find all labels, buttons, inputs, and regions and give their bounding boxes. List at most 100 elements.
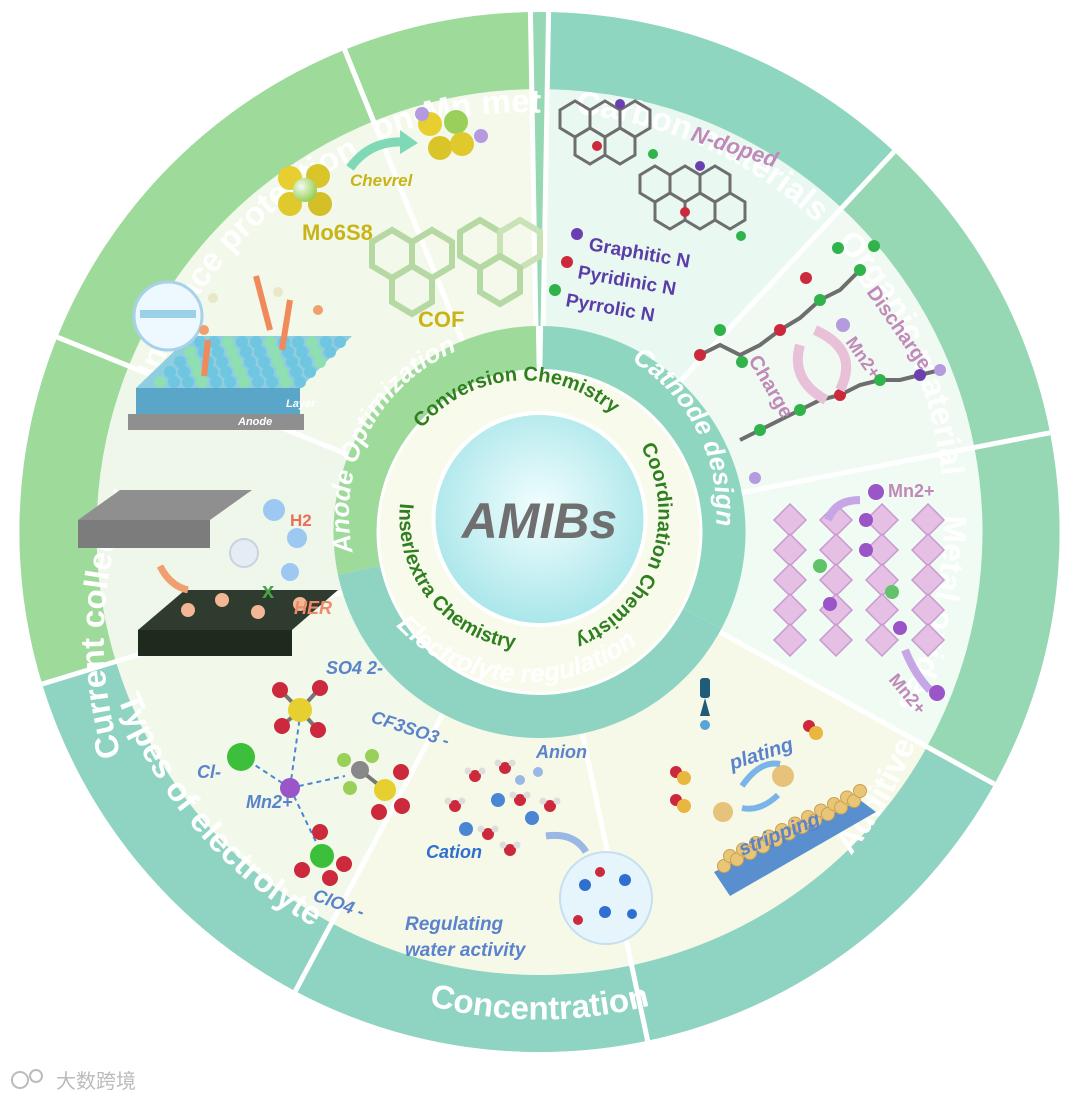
interlayer-ion-icon xyxy=(859,513,873,527)
surface-atom-icon xyxy=(276,366,288,378)
surface-atom-icon xyxy=(280,376,292,388)
water-oxygen-icon xyxy=(482,828,494,840)
surface-atom-icon xyxy=(212,346,224,358)
cof-framework-icon xyxy=(369,216,543,318)
water-hydrogen-icon xyxy=(553,797,561,805)
interlayer-ion-icon xyxy=(885,585,899,599)
ring-band-non-mn-metal xyxy=(344,12,532,122)
surface-atom-icon xyxy=(192,366,204,378)
water-oxygen-icon xyxy=(499,762,511,774)
chloride-label: Cl- xyxy=(197,762,221,782)
extraction-arrow-icon xyxy=(901,648,933,693)
dropper-icon xyxy=(700,678,710,698)
water-oxygen-icon xyxy=(449,800,461,812)
surface-atom-icon xyxy=(258,356,270,368)
sulfate-label: SO4 2- xyxy=(326,658,383,678)
center-circle xyxy=(431,411,648,627)
octahedron-icon xyxy=(772,622,808,658)
anode-base-icon xyxy=(128,414,304,430)
surface-atom-icon xyxy=(264,336,276,348)
graphene-sheet-2-icon xyxy=(638,164,747,231)
substrate-plate-icon xyxy=(714,800,876,896)
strategy-band-anode xyxy=(333,326,537,575)
anode-label: Anode xyxy=(237,416,272,428)
layer-label: Layer xyxy=(286,398,316,410)
perchlorate-ion-icon xyxy=(294,824,352,886)
mn-label: Mn2+ xyxy=(246,792,293,812)
panel-organic-materials xyxy=(679,208,975,493)
interlayer-ion-icon xyxy=(859,543,873,557)
interface-protection-illustration: Anode Layer xyxy=(128,275,352,430)
mn-ion-icon xyxy=(280,778,300,798)
strategy-band-cathode xyxy=(542,326,746,629)
ring-band-concentration xyxy=(295,923,648,1052)
surface-atom-icon xyxy=(272,356,284,368)
arrow-head-icon xyxy=(400,130,418,154)
panel-non-mn-metal xyxy=(373,89,536,342)
ring-band-interface-protention xyxy=(57,49,374,367)
metal-oxides-illustration: Mn2+ Mn2+ xyxy=(772,481,946,718)
regulating-arrow-icon xyxy=(545,831,590,854)
surface-atom-icon xyxy=(320,336,332,348)
center-title: AMIBs xyxy=(460,493,618,549)
octahedron-icon xyxy=(864,622,900,658)
divider-line xyxy=(527,12,539,327)
panel-current-collector xyxy=(96,366,349,662)
surface-atom-icon xyxy=(238,376,250,388)
oxide-mn-in-label: Mn2+ xyxy=(888,481,935,501)
watermark-logo-icon xyxy=(11,1071,29,1089)
surface-atom-icon xyxy=(174,356,186,368)
surface-atom-icon xyxy=(196,376,208,388)
zn-atom-icon xyxy=(772,765,794,787)
surface-atom-icon xyxy=(168,376,180,388)
ring-band-current-collector xyxy=(19,337,129,685)
additive-illustration: plating stripping xyxy=(670,678,876,896)
watermark: 大数跨境 xyxy=(11,1069,136,1093)
chevrel-cluster-icon xyxy=(415,107,488,160)
mn-ion-in-icon xyxy=(868,484,884,500)
panel-types-of-electrolyte xyxy=(115,592,443,924)
graphitic-n-dot xyxy=(571,228,583,240)
divider-line xyxy=(741,430,1051,496)
water-oxygen-icon xyxy=(544,800,556,812)
mn-ion-out-icon xyxy=(929,685,945,701)
non-mn-metal-illustration: Chevrel Mo6S8 COF xyxy=(278,107,543,332)
divider-line xyxy=(540,12,552,327)
strategy-ring xyxy=(333,326,746,738)
octahedral-lattice-icon xyxy=(772,502,946,658)
surface-atom-icon xyxy=(300,356,312,368)
water-hydrogen-icon xyxy=(508,759,516,767)
h2-label: H2 xyxy=(290,511,312,530)
mo6s8-label: Mo6S8 xyxy=(302,220,373,245)
plating-arrow-icon xyxy=(739,760,781,788)
surface-atom-icon xyxy=(266,376,278,388)
ring-band-additive xyxy=(631,746,995,1041)
surface-atom-icon xyxy=(222,336,234,348)
water-hydrogen-icon xyxy=(499,841,507,849)
watermark-text: 大数跨境 xyxy=(56,1070,136,1093)
divider-line xyxy=(293,712,445,993)
water-hydrogen-icon xyxy=(477,825,485,833)
chloride-ion-icon xyxy=(227,743,255,771)
water-hydrogen-icon xyxy=(494,759,502,767)
triflate-ion-icon xyxy=(337,749,410,820)
mesh-sheet-top-icon xyxy=(78,490,252,520)
divider-line xyxy=(678,149,896,384)
water-hydrogen-icon xyxy=(458,797,466,805)
surface-atom-icon xyxy=(154,376,166,388)
surface-atom-icon xyxy=(220,366,232,378)
surface-atom-icon xyxy=(292,336,304,348)
water-hydrogen-icon xyxy=(464,767,472,775)
surface-atom-icon xyxy=(208,336,220,348)
surface-atom-icon xyxy=(224,376,236,388)
surface-atom-icon xyxy=(230,356,242,368)
chevrel-label: Chevrel xyxy=(350,171,414,190)
surface-atom-icon xyxy=(304,366,316,378)
water-oxygen-icon xyxy=(514,794,526,806)
surface-atom-icon xyxy=(206,366,218,378)
water-activity-label: water activity xyxy=(405,940,527,961)
ring-band-organic-materials xyxy=(841,151,1050,448)
water-hydrogen-icon xyxy=(478,767,486,775)
discharge-arrow-icon xyxy=(812,325,852,393)
stripping-arrow-icon xyxy=(741,792,781,812)
